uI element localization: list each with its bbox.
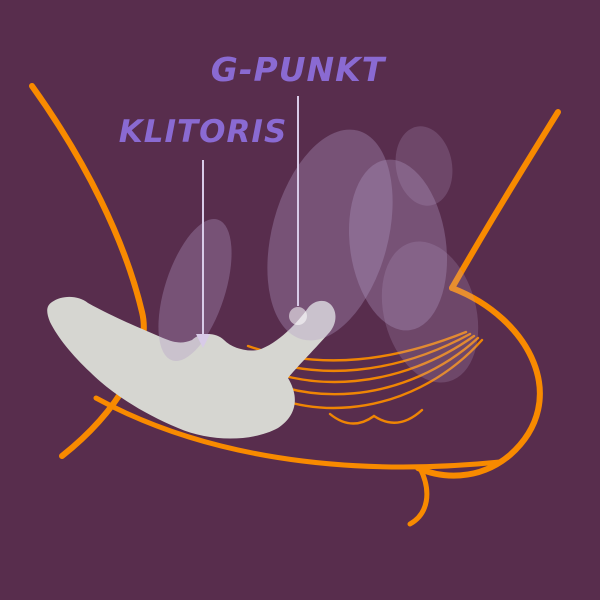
label-g-spot: G-PUNKT	[210, 50, 386, 89]
body-outline-tail-hook	[407, 465, 430, 527]
anatomy-overlay-uterus-fundus	[395, 126, 453, 206]
body-outline-lower-sweep	[93, 395, 503, 470]
klitoris-arrowhead-icon	[196, 334, 210, 348]
body-outline-buttock	[415, 285, 543, 479]
body-outline-right-torso	[449, 109, 561, 291]
product-toy-shape	[47, 296, 336, 439]
anatomy-overlay-internal-clitoris	[158, 219, 232, 361]
anatomy-overlay-rectum	[381, 241, 479, 383]
g-spot-marker-circle	[289, 307, 307, 325]
pelvic-floor-scallops	[328, 408, 424, 425]
anatomy-overlay-uterus	[348, 159, 448, 331]
anatomy-overlays	[158, 126, 479, 383]
label-klitoris: KLITORIS	[118, 114, 288, 150]
